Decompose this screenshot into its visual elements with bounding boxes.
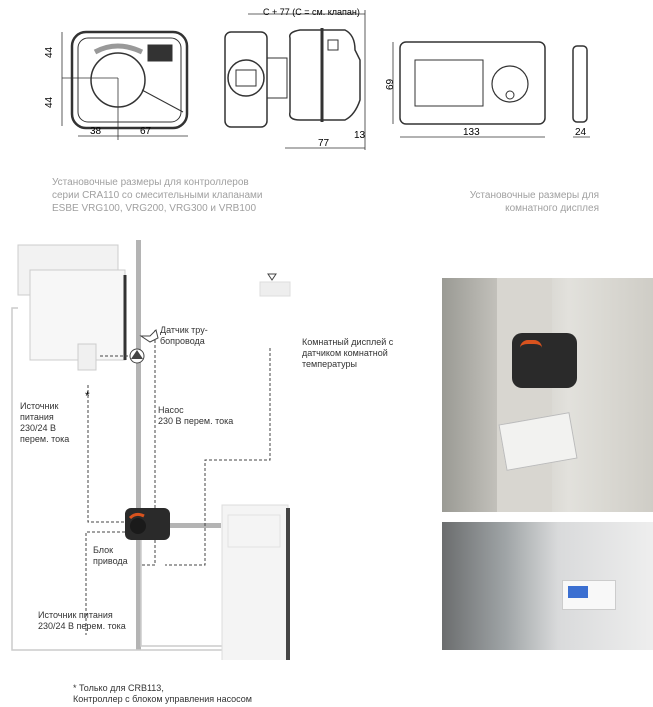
svg-text:24: 24 (575, 127, 587, 138)
power-supply-pump-label: Источник питания 230/24 В перем. тока (20, 401, 70, 444)
svg-text:133: 133 (463, 127, 480, 138)
svg-text:77: 77 (318, 138, 330, 149)
room-display-label: Комнатный дисплей с датчиком комнатной т… (302, 337, 394, 369)
actuator-icon (125, 508, 170, 540)
svg-text:67: 67 (140, 126, 152, 137)
pipe (136, 240, 141, 650)
pipe-sensor-icon (139, 329, 159, 343)
antenna-icon (267, 273, 277, 281)
heating-schematic (11, 240, 291, 660)
installation-photo (442, 278, 653, 512)
power-supply-main-label: Источник питания 230/24 В перем. тока (38, 610, 126, 631)
dim-44-top: 44 (44, 46, 55, 58)
svg-text:13: 13 (354, 130, 366, 141)
controller-caption: Установочные размеры для контроллеров се… (52, 177, 263, 214)
power-supply-box (77, 343, 97, 371)
actuator-label: Блок привода (93, 545, 128, 566)
room-display-drawing (392, 41, 590, 138)
valve-side-drawing (224, 10, 366, 150)
pump-label: Насос 230 В перем. тока (158, 405, 234, 426)
svg-text:69: 69 (385, 78, 396, 90)
controller-front-drawing (61, 30, 189, 140)
room-display-photo (442, 522, 653, 650)
dimension-drawings: 44 44 38 67 C + 77 (C = см. клапан) 77 1… (44, 7, 590, 150)
dim-total: C + 77 (C = см. клапан) (263, 7, 360, 17)
pipe-sensor-label: Датчик тру- бопровода (160, 325, 208, 346)
footnote: * Только для CRB113, Контроллер с блоком… (73, 683, 252, 704)
display-caption: Установочные размеры для комнатного дисп… (469, 190, 599, 214)
radiator (17, 244, 127, 361)
boiler (221, 504, 290, 660)
svg-text:44: 44 (44, 96, 55, 108)
room-display-icon (259, 281, 291, 297)
svg-text:38: 38 (90, 126, 102, 137)
